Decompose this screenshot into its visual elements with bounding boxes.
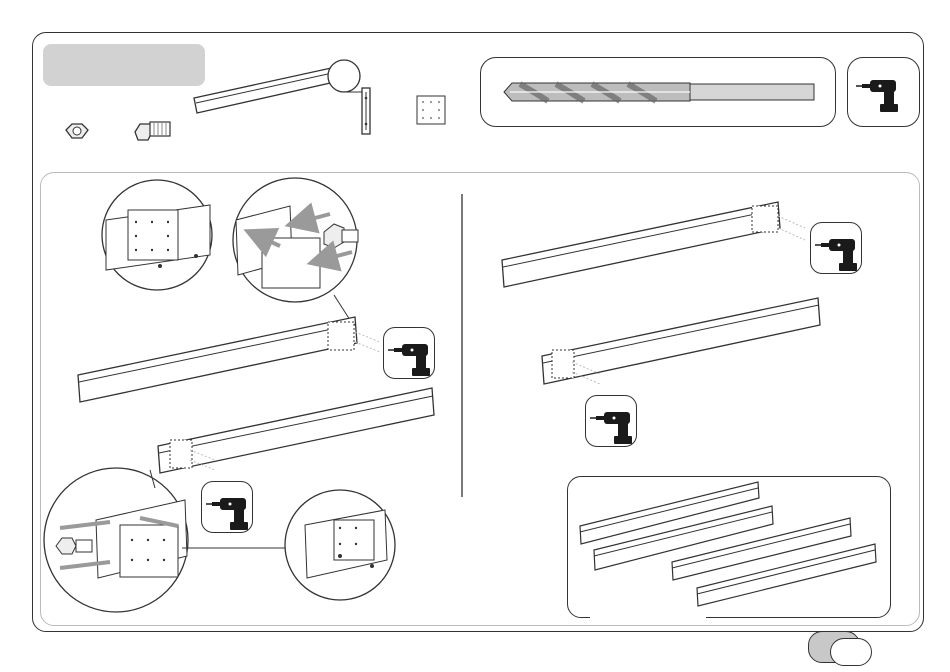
rail-upper-left [78, 317, 380, 402]
bracket-icon [362, 88, 370, 134]
plate-icon [417, 96, 445, 124]
power-drill-icon [201, 481, 253, 533]
rail-lower-left [158, 388, 434, 473]
power-drill-icon [383, 327, 435, 379]
hex-bolt-icon [135, 122, 170, 140]
rail-upper-right [502, 202, 805, 287]
detail-circle-bolt-lower [44, 468, 188, 612]
result-rails [580, 482, 876, 606]
hex-nut-icon [66, 124, 88, 138]
rail-icon [194, 60, 362, 113]
power-drill-icon [585, 395, 637, 447]
rail-lower-right [542, 298, 820, 384]
power-drill-icon [856, 80, 898, 112]
detail-circle-plate-view [102, 180, 212, 290]
power-drill-icon [810, 222, 862, 274]
detail-circle-plate-lower [285, 490, 395, 600]
detail-circle-bolt-insert [233, 178, 358, 302]
drill-bit-icon [504, 83, 814, 101]
